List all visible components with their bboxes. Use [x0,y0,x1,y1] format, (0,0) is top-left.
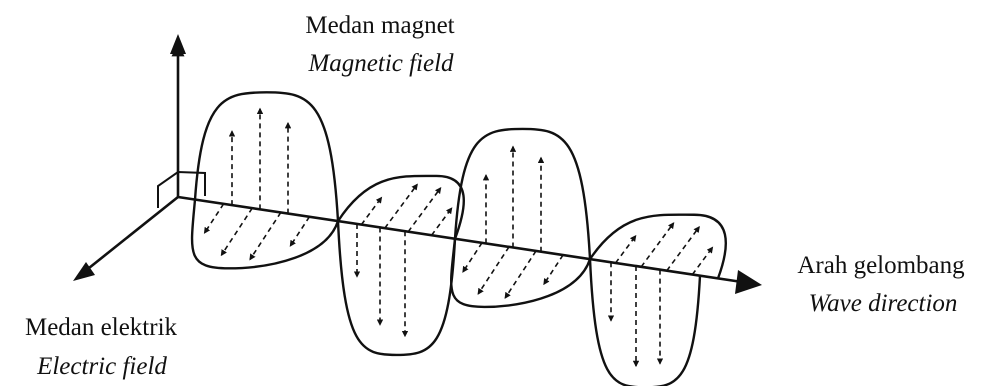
electric-lobe [190,199,340,270]
electric-field-vector [614,234,637,264]
wave-label-en: Wave direction [809,290,958,317]
electric-axis [83,195,179,274]
electric-field-vector [407,187,442,233]
electric-axis-arrowhead [73,262,95,281]
electric-field-vector [691,246,714,276]
electric-lobe [336,174,465,240]
electric-field-vector [462,242,483,273]
electric-field-vector [504,250,537,299]
electric-field-vector [640,222,675,268]
wave-label-id: Arah gelombang [797,252,965,279]
electric-field-vector [289,216,311,247]
vertical-axis-arrowhead [170,34,186,54]
electric-field-vector [360,196,383,226]
electric-field-vector [430,207,453,236]
electric-lobe [589,213,727,279]
magnetic-lobe [453,127,592,260]
electric-field-vector [477,246,510,295]
magnetic-field-lobes [193,91,702,386]
right-angle-marker [157,170,206,208]
wave-direction-axis-arrowhead [735,270,762,294]
electric-field-vector [249,212,282,261]
electric-lobe [450,238,592,309]
electric-field-lobes [190,174,727,309]
electric-field-vector [384,183,418,229]
electric-label-id: Medan elektrik [25,314,178,341]
electric-field-vector [220,207,253,257]
magnetic-lobe [193,91,340,222]
magnetic-label-id: Medan magnet [305,12,454,39]
electric-field-vector [203,203,225,234]
electric-field-vector [543,254,564,286]
wave-direction-axis [177,195,743,284]
magnetic-label-en: Magnetic field [307,50,454,77]
electric-label-en: Electric field [36,353,167,380]
magnetic-lobe [336,221,457,357]
magnetic-lobe [588,259,702,386]
electric-field-vector [666,225,700,272]
